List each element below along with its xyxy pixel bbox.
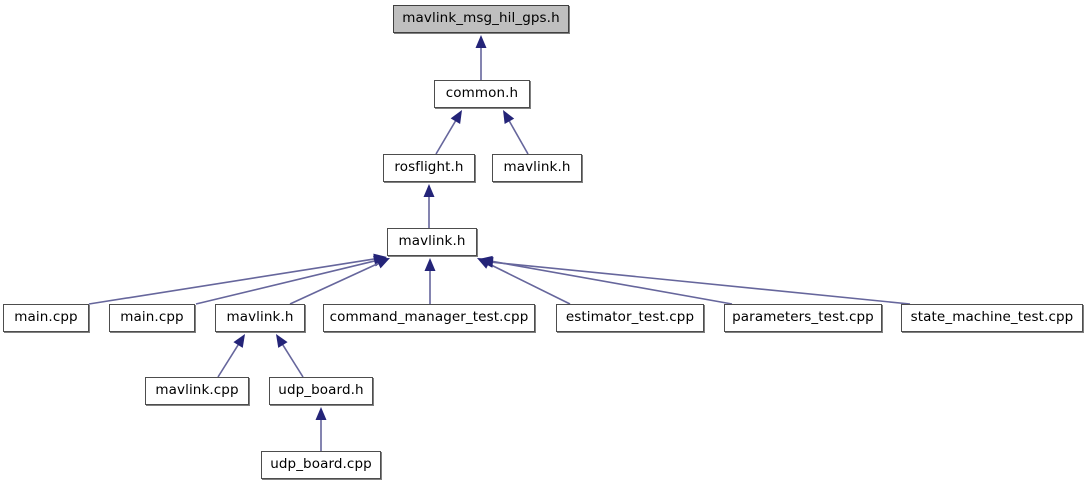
edge-line (507, 119, 529, 155)
edge-arrowhead (315, 407, 327, 420)
graph-node-label: mavlink.h (398, 233, 466, 250)
edge-arrowhead (375, 258, 390, 269)
graph-node-label: mavlink_msg_hil_gps.h (402, 10, 560, 27)
graph-node-mavlink-h-top[interactable]: mavlink.h (492, 154, 582, 182)
graph-node-udp-board-cpp[interactable]: udp_board.cpp (261, 451, 381, 479)
graph-node-label: command_manager_test.cpp (329, 309, 529, 326)
graph-node-parameters-test-cpp[interactable]: parameters_test.cpp (724, 304, 882, 332)
graph-node-label: mavlink.h (226, 309, 294, 326)
graph-node-label: parameters_test.cpp (732, 309, 874, 326)
graph-node-rosflight-h[interactable]: rosflight.h (383, 154, 475, 182)
edge-line (88, 257, 377, 305)
edge-arrowhead (276, 334, 288, 348)
graph-node-label: rosflight.h (394, 159, 464, 176)
graph-node-mavlink-msg-hil-gps-h[interactable]: mavlink_msg_hil_gps.h (393, 5, 569, 33)
edge-arrowhead (480, 256, 494, 268)
edge-line (490, 261, 911, 305)
graph-node-label: udp_board.h (278, 382, 364, 399)
edge-line (489, 260, 733, 305)
edge-arrowhead (423, 184, 435, 197)
graph-node-label: main.cpp (14, 309, 78, 326)
edge-line (217, 342, 240, 378)
graph-node-mavlink-h-mid[interactable]: mavlink.h (387, 228, 477, 256)
graph-node-label: main.cpp (120, 309, 184, 326)
graph-node-state-machine-test-cpp[interactable]: state_machine_test.cpp (901, 304, 1083, 332)
edge-arrowhead (450, 110, 462, 124)
graph-node-mavlink-cpp[interactable]: mavlink.cpp (145, 377, 249, 405)
edge-arrowhead (475, 35, 487, 48)
graph-node-label: state_machine_test.cpp (910, 309, 1074, 326)
edge-arrowhead (503, 110, 515, 125)
graph-node-mavlink-h-low[interactable]: mavlink.h (215, 304, 305, 332)
graph-node-label: mavlink.cpp (155, 382, 239, 399)
edge-arrowhead (233, 334, 245, 348)
graph-node-label: estimator_test.cpp (565, 309, 695, 326)
edge-line (289, 261, 381, 305)
graph-node-label: mavlink.h (503, 159, 571, 176)
graph-node-udp-board-h[interactable]: udp_board.h (269, 377, 373, 405)
edge-line (486, 262, 571, 305)
edge-arrowhead (424, 258, 436, 271)
graph-node-command-manager-test-cpp[interactable]: command_manager_test.cpp (323, 304, 535, 332)
graph-node-common-h[interactable]: common.h (434, 80, 530, 108)
graph-node-estimator-test-cpp[interactable]: estimator_test.cpp (556, 304, 704, 332)
graph-node-main-cpp-1[interactable]: main.cpp (3, 304, 89, 332)
graph-node-label: udp_board.cpp (270, 456, 372, 473)
edge-line (435, 119, 458, 155)
graph-node-main-cpp-2[interactable]: main.cpp (109, 304, 195, 332)
edge-line (195, 259, 377, 305)
edge-line (281, 342, 304, 378)
graph-node-label: common.h (445, 85, 519, 102)
